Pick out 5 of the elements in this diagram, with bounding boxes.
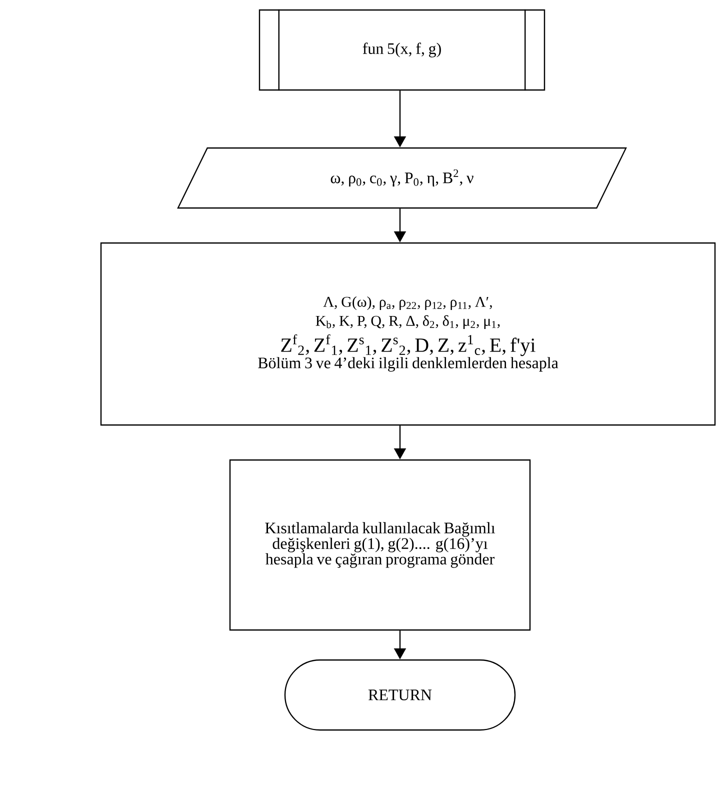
input-parallelogram: ω, ρ$_{0}$, c$_{0}$, γ, P$_{0}$, η, B$^{2}$, ν [177,147,627,209]
process-box: Λ, G(ω), ρ$_{a}$, ρ$_{22}$, ρ$_{12}$, ρ$_{11}$, Λ′, K$_{b}$, K, P, Q, R, Δ, δ$_{2}$, δ$_{1}$, μ$_{2}$, μ$_{1}$, Z$^{f}$$_{2}$, Z$^{f}$$_{1}$, Z$^{s}$$_{1}$, Z$^{s}$$_{2}$, D, Z, z$^{1}$$_{c}$, E, f'yi Bölüm 3 ve 4’deki ilgili denklemlerden hesapla [100,242,716,426]
subroutine-box: fun 5(x, f, g) [258,9,546,91]
terminal-box: RETURN [284,659,516,731]
process-box: Kısıtlamalarda kullanılacak Bağımlı değişkenleri g(1), g(2).... g(16)’yı hesapla ve çağıran programa gönder [229,459,531,631]
